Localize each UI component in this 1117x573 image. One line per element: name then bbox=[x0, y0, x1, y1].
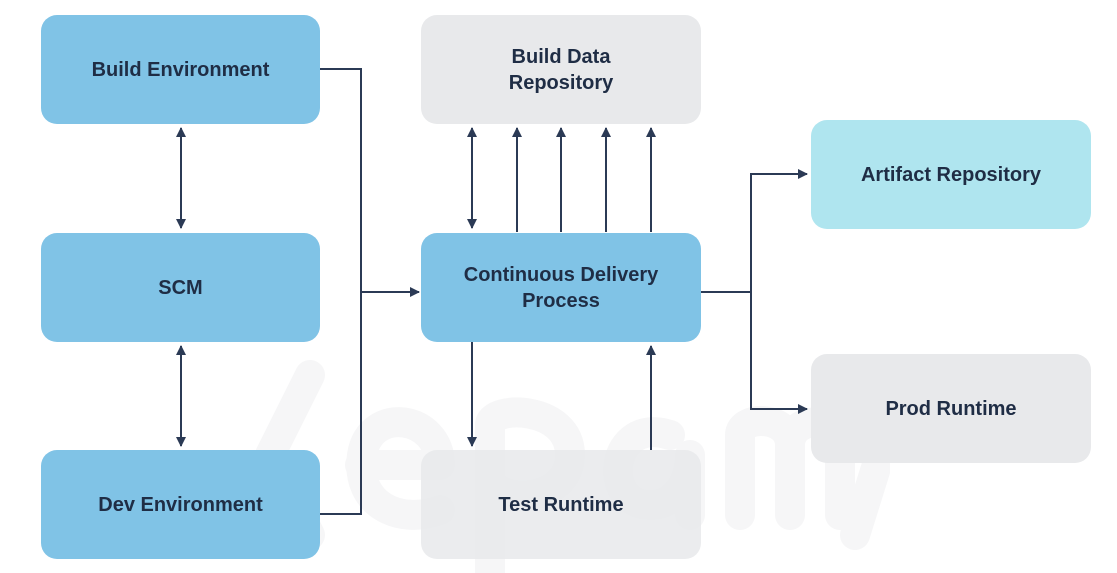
build-environment-node: Build Environment bbox=[41, 15, 320, 124]
connector-to-prod-runtime bbox=[750, 292, 808, 414]
prod-runtime-node: Prod Runtime bbox=[811, 354, 1091, 463]
artifact-repository-node: Artifact Repository bbox=[811, 120, 1091, 229]
continuous-delivery-label-line1: Continuous Delivery bbox=[463, 263, 659, 286]
build-data-repository-node: Build Data Repository bbox=[421, 15, 701, 124]
connector-to-artifact-repository bbox=[750, 169, 808, 292]
build-environment-label: Build Environment bbox=[91, 58, 270, 81]
test-runtime-node: Test Runtime bbox=[421, 450, 701, 559]
scm-node: SCM bbox=[41, 233, 320, 342]
prod-runtime-label: Prod Runtime bbox=[885, 397, 1017, 420]
dev-environment-node: Dev Environment bbox=[41, 450, 320, 559]
test-runtime-label: Test Runtime bbox=[498, 493, 624, 516]
continuous-delivery-label-line2: Process bbox=[522, 289, 600, 312]
scm-label: SCM bbox=[158, 276, 203, 299]
build-data-repository-label-line2: Repository bbox=[508, 71, 614, 94]
build-data-repository-label-line1: Build Data bbox=[511, 45, 611, 68]
continuous-delivery-process-node: Continuous Delivery Process bbox=[421, 233, 701, 342]
connector-build-env-bracket bbox=[320, 68, 362, 292]
dev-environment-label: Dev Environment bbox=[98, 493, 263, 516]
artifact-repository-label: Artifact Repository bbox=[860, 163, 1042, 186]
connector-dev-env-bracket bbox=[320, 292, 362, 515]
